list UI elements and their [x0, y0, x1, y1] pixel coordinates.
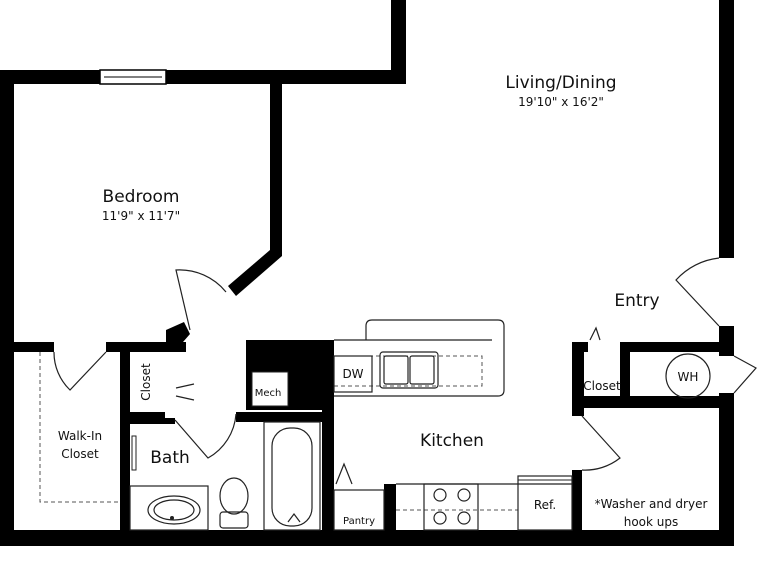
wall-right-lower: [719, 393, 734, 546]
doors: [53, 257, 757, 485]
wall-entry-closet-bottom: [572, 396, 734, 408]
closet-bath-label: Closet: [139, 363, 153, 401]
living-dims: 19'10" x 16'2": [518, 95, 604, 109]
labels: Living/Dining 19'10" x 16'2" Bedroom 11'…: [58, 73, 708, 529]
wall-bedroom-diagonal: [228, 250, 282, 296]
wall-living-left-upper: [391, 0, 406, 84]
wall-entry-closet-top-right: [620, 342, 720, 352]
wall-bath-top-right: [236, 412, 326, 422]
wall-left-outer: [0, 70, 14, 546]
wall-bedroom-bottom-mid: [106, 342, 186, 352]
door-bedroom: [175, 269, 227, 331]
wall-bedroom-top-right: [166, 70, 406, 84]
door-walkin: [53, 351, 107, 391]
door-laundry: [581, 415, 621, 471]
door-pantry: [335, 462, 353, 485]
bath-fixtures: [129, 421, 321, 531]
mech-label: Mech: [255, 388, 282, 399]
wall-pantry-right: [384, 484, 396, 530]
walkin-shelf: [39, 352, 137, 503]
wall-walkin-right: [120, 342, 130, 412]
closet-entry-label: Closet: [583, 379, 621, 393]
wall-laundry-left: [572, 470, 582, 530]
laundry-note-line2: hook ups: [624, 515, 679, 529]
bath-title: Bath: [150, 448, 190, 468]
wall-kitchen-left: [322, 340, 334, 530]
laundry-note-line1: *Washer and dryer: [595, 497, 708, 511]
refrigerator-label: Ref.: [534, 498, 556, 512]
door-entry: [675, 257, 720, 327]
water-heater-icon: [665, 353, 711, 399]
wall-bedroom-top: [0, 70, 100, 84]
wall-closet-bottom: [120, 412, 165, 420]
wall-right-upper: [719, 0, 734, 258]
kitchen-title: Kitchen: [420, 431, 484, 451]
entry-title: Entry: [614, 291, 659, 311]
wall-right-entry-stub: [719, 326, 734, 356]
kitchen-counter: [333, 319, 573, 531]
wall-bedroom-bottom-left: [14, 342, 54, 352]
walls: [0, 0, 734, 546]
dishwasher-label: DW: [342, 367, 363, 381]
water-heater-label: WH: [678, 370, 699, 384]
wall-bedroom-corner: [166, 322, 190, 350]
bedroom-dims: 11'9" x 11'7": [102, 209, 180, 223]
door-wh: [733, 355, 757, 394]
window-bedroom: [99, 69, 167, 85]
door-bath: [174, 413, 237, 459]
wall-bottom-outer: [0, 530, 734, 546]
door-bath-closet: [175, 383, 195, 401]
wall-entry-closet-top-left: [572, 342, 588, 352]
wall-bath-top-left: [120, 418, 175, 424]
wall-bedroom-right: [270, 84, 282, 256]
wall-entry-closet-divider: [620, 342, 630, 406]
wall-walkin-right-lower: [120, 418, 130, 530]
walkin-label-line1: Walk-In: [58, 429, 102, 443]
living-title: Living/Dining: [505, 73, 616, 93]
pantry-label: Pantry: [343, 516, 375, 527]
door-entry-closet: [589, 326, 601, 341]
bedroom-title: Bedroom: [103, 187, 180, 207]
walkin-label-line2: Closet: [61, 447, 99, 461]
